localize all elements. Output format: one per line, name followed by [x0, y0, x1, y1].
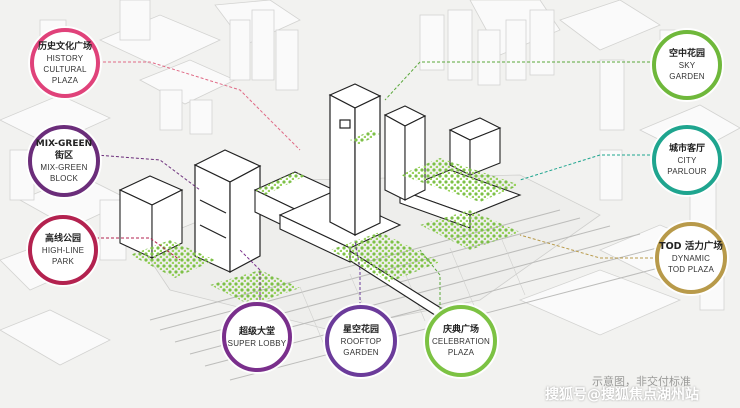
callout-lines — [95, 61, 658, 320]
badge-super-lobby: 超级大堂 SUPER LOBBY — [222, 302, 292, 372]
schematic-disclaimer: 示意图，非交付标准 — [592, 375, 691, 388]
badge-rooftop-garden: 星空花园 ROOFTOP GARDEN — [325, 305, 397, 377]
badge-en-line1: SUPER LOBBY — [227, 338, 287, 348]
badge-en-line2: CULTURAL — [43, 64, 87, 74]
badge-en-line1: ROOFTOP — [340, 337, 382, 346]
badge-zh-label: 高线公园 — [44, 234, 81, 244]
badge-en-line3: PLAZA — [51, 75, 79, 85]
badge-high-line-park: 高线公园 HIGH-LINE PARK — [28, 215, 98, 285]
badge-en-line2: TOD PLAZA — [667, 265, 715, 274]
badge-zh-label: TOD 活力广场 — [659, 241, 723, 252]
badge-en-line2: GARDEN — [343, 348, 379, 357]
badge-zh-label: 城市客厅 — [668, 144, 705, 154]
background-city — [0, 0, 740, 366]
badge-en-line1: CITY — [677, 156, 697, 165]
badge-celebration-plaza: 庆典广场 CELEBRATION PLAZA — [425, 305, 497, 377]
green-planting — [130, 130, 520, 305]
badge-history-cultural-plaza: 历史文化广场 HISTORY CULTURAL PLAZA — [30, 28, 100, 98]
tower-left-low — [118, 175, 184, 259]
badge-en-line1: MIX-GREEN — [40, 163, 88, 172]
badge-city-parlour: 城市客厅 CITY PARLOUR — [652, 125, 722, 195]
badge-zh-label: MIX-GREEN — [35, 139, 93, 149]
tower-right-mid — [383, 105, 502, 201]
tower-left-tall — [193, 149, 262, 273]
badge-zh-label: 空中花园 — [668, 49, 705, 59]
badge-en-line2: BLOCK — [49, 174, 79, 183]
badge-zh-label: 超级大堂 — [238, 326, 275, 337]
badge-en-line1: HIGH-LINE — [41, 246, 85, 255]
badge-en-line1: HISTORY — [46, 53, 84, 63]
tower-central — [328, 83, 382, 236]
badge-sky-garden: 空中花园 SKY GARDEN — [652, 30, 722, 100]
badge-en-line2: GARDEN — [669, 72, 705, 81]
badge-en-line1: CELEBRATION — [431, 337, 491, 346]
badge-en-line1: DYNAMIC — [671, 254, 711, 263]
badge-zh-label: 星空花园 — [342, 325, 379, 335]
badge-mix-green-block: MIX-GREEN 街区 MIX-GREEN BLOCK — [28, 125, 100, 197]
watermark: 搜狐号@搜狐焦点湖州站 — [545, 387, 699, 403]
badge-en-line2: PLAZA — [447, 348, 475, 357]
badge-en-line2: PARK — [52, 257, 74, 266]
badge-en-line2: PARLOUR — [667, 167, 707, 176]
badge-zh-label-2: 街区 — [54, 151, 73, 161]
badge-dynamic-tod-plaza: TOD 活力广场 DYNAMIC TOD PLAZA — [655, 222, 727, 294]
badge-zh-label: 庆典广场 — [442, 325, 479, 335]
badge-en-line1: SKY — [678, 61, 696, 70]
badge-zh-label: 历史文化广场 — [37, 41, 92, 52]
